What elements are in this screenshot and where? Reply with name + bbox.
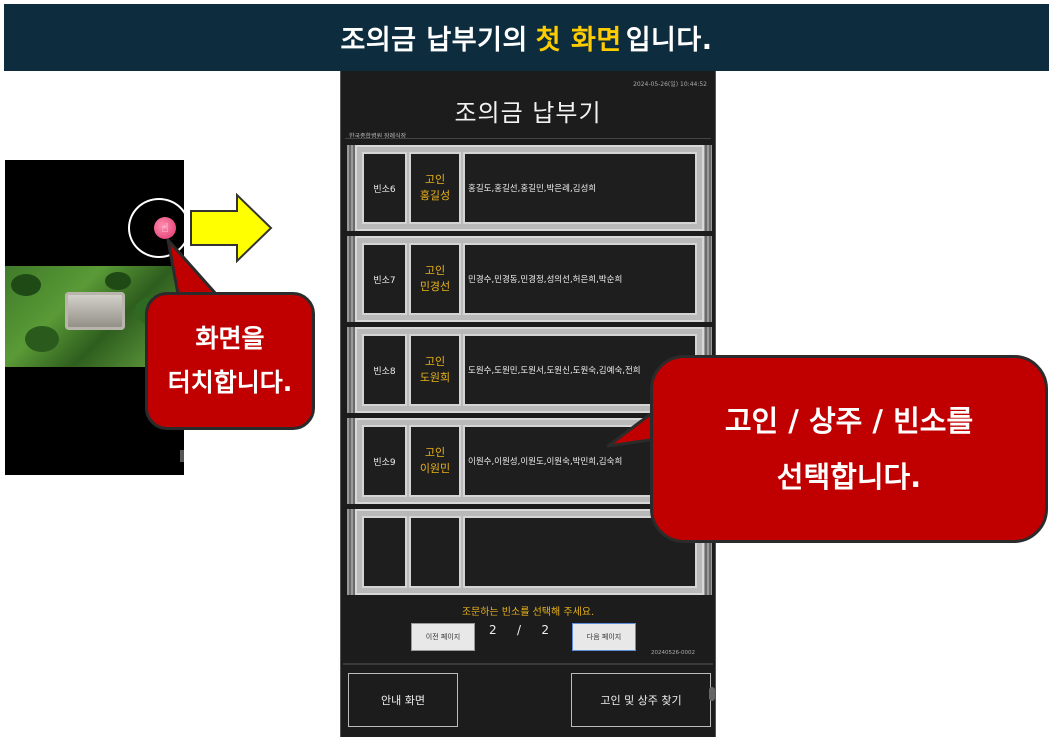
deceased-name: 도원희 [419, 371, 451, 384]
deceased-name: 이원민 [419, 462, 451, 475]
room-number [362, 516, 407, 588]
venue-label: 한국종합병원 장례식장 [349, 133, 407, 140]
touch-target-circle[interactable] [128, 198, 190, 258]
page-total: 2 [541, 623, 549, 637]
deceased-cell [409, 516, 461, 588]
page-current: 2 [489, 623, 497, 637]
deceased-prefix: 고인 [424, 264, 446, 277]
deceased-name: 민경선 [419, 280, 451, 293]
transaction-code: 20240526-0002 [651, 650, 695, 656]
guide-screen-button[interactable]: 안내 화면 [348, 673, 458, 727]
page-separator: / [516, 623, 522, 637]
callout-touch: 화면을 터치합니다. [145, 292, 315, 430]
deceased-prefix: 고인 [424, 446, 446, 459]
room-row[interactable]: 빈소7 고인 민경선 민경수,민경동,민경정,성의선,허은희,박순희 [347, 236, 712, 322]
room-row[interactable]: 빈소6 고인 홍길성 홍길도,홍길선,홍길민,박은례,김성희 [347, 145, 712, 231]
right-arrow-icon [190, 193, 273, 263]
banner-title-suffix: 입니다. [625, 25, 713, 56]
deceased-name: 홍길성 [419, 189, 451, 202]
touch-indicator-icon: ☝ [154, 217, 176, 239]
banner-title-prefix: 조의금 납부기의 [340, 25, 528, 56]
deceased-cell: 고인 민경선 [409, 243, 461, 315]
page-indicator: 2 / 2 [489, 623, 549, 637]
prev-page-button[interactable]: 이전 페이지 [411, 623, 475, 651]
deceased-prefix: 고인 [424, 173, 446, 186]
deceased-cell: 고인 홍길성 [409, 152, 461, 224]
header-banner: 조의금 납부기의 첫 화면 입니다. [4, 4, 1049, 71]
callout-touch-line2: 터치합니다. [167, 368, 293, 397]
mourners-list: 민경수,민경동,민경정,성의선,허은희,박순희 [463, 243, 697, 315]
mourners-list: 홍길도,홍길선,홍길민,박은례,김성희 [463, 152, 697, 224]
deceased-cell: 고인 이원민 [409, 425, 461, 497]
banner-title-highlight: 첫 화면 [535, 25, 622, 56]
datetime-label: 2024-05-26(일) 10:44:52 [633, 81, 707, 88]
callout-select: 고인 / 상주 / 빈소를 선택합니다. [650, 355, 1048, 543]
search-deceased-button[interactable]: 고인 및 상주 찾기 [571, 673, 711, 727]
room-number: 빈소9 [362, 425, 407, 497]
callout-select-line2: 선택합니다. [776, 460, 922, 494]
room-number: 빈소8 [362, 334, 407, 406]
callout-touch-line1: 화면을 [195, 324, 265, 353]
next-page-button[interactable]: 다음 페이지 [572, 623, 636, 651]
room-number: 빈소6 [362, 152, 407, 224]
deceased-cell: 고인 도원희 [409, 334, 461, 406]
callout-select-line1: 고인 / 상주 / 빈소를 [724, 404, 974, 438]
select-prompt: 조문하는 빈소를 선택해 주세요. [461, 607, 595, 618]
deceased-prefix: 고인 [424, 355, 446, 368]
room-number: 빈소7 [362, 243, 407, 315]
callout-touch-tail [166, 238, 218, 296]
app-title: 조의금 납부기 [454, 99, 602, 127]
